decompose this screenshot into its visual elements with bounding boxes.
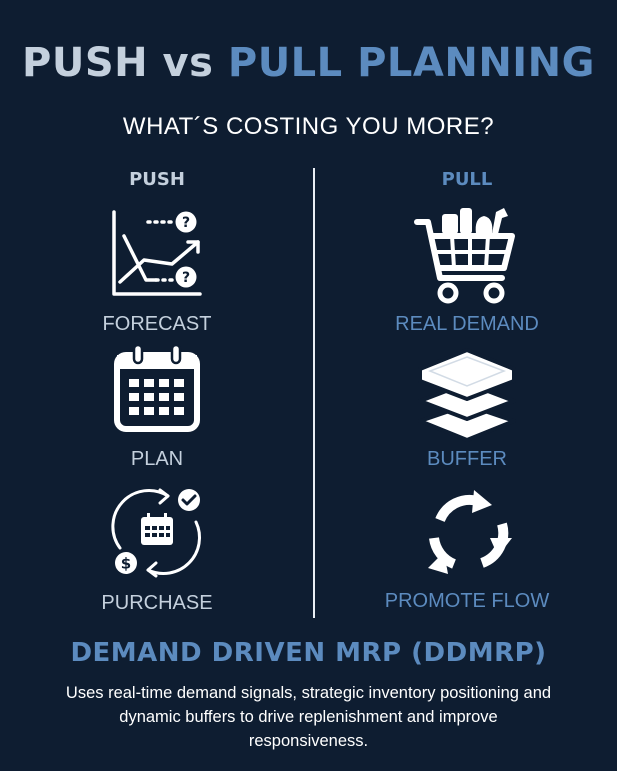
title-pull: PULL PLANNING (227, 40, 595, 86)
title-push: PUSH (22, 40, 149, 86)
pull-label-promote-flow: PROMOTE FLOW (384, 590, 550, 612)
subtitle: WHAT´S COSTING YOU MORE? (122, 113, 495, 140)
pull-label-real-demand: REAL DEMAND (395, 313, 539, 335)
shopping-cart-icon (414, 208, 515, 304)
pull-heading: PULL (441, 169, 493, 190)
column-divider (313, 168, 315, 618)
title-vs: vs (162, 40, 214, 86)
forecast-chart-icon: ? ? (112, 210, 202, 296)
svg-text:?: ? (182, 215, 190, 231)
push-label-forecast: FORECAST (102, 313, 212, 335)
layers-icon (418, 348, 516, 442)
svg-text:?: ? (182, 270, 190, 286)
calendar-icon (114, 343, 200, 432)
svg-text:$: $ (121, 555, 131, 573)
page-title: PUSH vs PULL PLANNING (0, 40, 617, 86)
push-label-purchase: PURCHASE (101, 592, 213, 614)
ddmrp-description: Uses real-time demand signals, strategic… (65, 684, 552, 750)
refresh-arrows-icon (428, 490, 512, 574)
purchase-cycle-icon: $ (111, 488, 201, 578)
push-heading: PUSH (129, 169, 185, 190)
pull-label-buffer: BUFFER (427, 448, 507, 470)
ddmrp-heading: DEMAND DRIVEN MRP (DDMRP) (70, 638, 547, 668)
push-label-plan: PLAN (130, 448, 184, 470)
